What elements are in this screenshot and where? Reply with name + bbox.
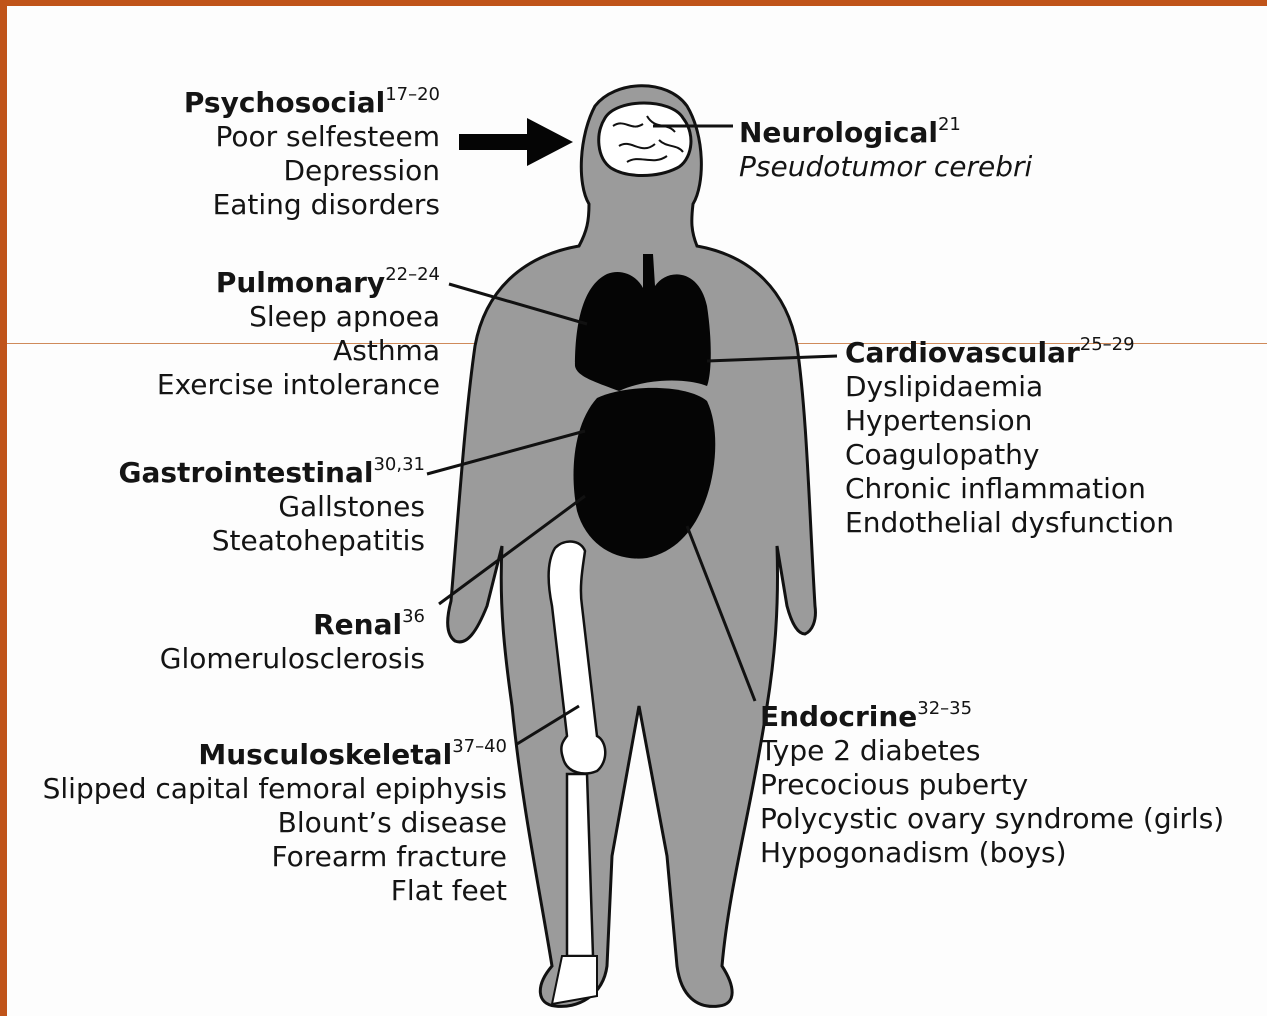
musculoskeletal-item: Forearm fracture bbox=[43, 840, 507, 874]
musculoskeletal-title: Musculoskeletal bbox=[198, 738, 452, 771]
psychosocial-refs: 17–20 bbox=[385, 84, 440, 105]
renal-group: Renal36 Glomerulosclerosis bbox=[160, 608, 425, 676]
gastrointestinal-item: Gallstones bbox=[119, 490, 425, 524]
endocrine-item: Polycystic ovary syndrome (girls) bbox=[760, 802, 1224, 836]
neurological-group: Neurological21 Pseudotumor cerebri bbox=[739, 116, 1032, 184]
figure-canvas: Psychosocial17–20 Poor selfesteem Depres… bbox=[7, 6, 1267, 1016]
endocrine-item: Type 2 diabetes bbox=[760, 734, 1224, 768]
musculoskeletal-group: Musculoskeletal37–40 Slipped capital fem… bbox=[43, 738, 507, 908]
pulmonary-title: Pulmonary bbox=[216, 266, 385, 299]
cardiovascular-item: Dyslipidaemia bbox=[845, 370, 1174, 404]
musculoskeletal-item: Flat feet bbox=[43, 874, 507, 908]
gastrointestinal-group: Gastrointestinal30,31 Gallstones Steatoh… bbox=[119, 456, 425, 558]
psychosocial-group: Psychosocial17–20 Poor selfesteem Depres… bbox=[184, 86, 440, 222]
endocrine-item: Hypogonadism (boys) bbox=[760, 836, 1224, 870]
endocrine-item: Precocious puberty bbox=[760, 768, 1224, 802]
psychosocial-item: Poor selfesteem bbox=[184, 120, 440, 154]
psychosocial-item: Eating disorders bbox=[184, 188, 440, 222]
cardiovascular-refs: 25–29 bbox=[1080, 334, 1135, 355]
renal-item: Glomerulosclerosis bbox=[160, 642, 425, 676]
neurological-refs: 21 bbox=[938, 114, 961, 135]
gastrointestinal-item: Steatohepatitis bbox=[119, 524, 425, 558]
endocrine-group: Endocrine32–35 Type 2 diabetes Precociou… bbox=[760, 700, 1224, 870]
renal-title: Renal bbox=[313, 608, 402, 641]
cardiovascular-item: Chronic inflammation bbox=[845, 472, 1174, 506]
gastrointestinal-title: Gastrointestinal bbox=[119, 456, 374, 489]
pulmonary-group: Pulmonary22–24 Sleep apnoea Asthma Exerc… bbox=[157, 266, 440, 402]
endocrine-refs: 32–35 bbox=[917, 698, 972, 719]
gastrointestinal-refs: 30,31 bbox=[373, 454, 425, 475]
pulmonary-item: Exercise intolerance bbox=[157, 368, 440, 402]
cardiovascular-item: Endothelial dysfunction bbox=[845, 506, 1174, 540]
cardiovascular-item: Coagulopathy bbox=[845, 438, 1174, 472]
tibia-bone bbox=[567, 774, 593, 956]
cardiovascular-group: Cardiovascular25–29 Dyslipidaemia Hypert… bbox=[845, 336, 1174, 540]
brain-shape bbox=[599, 103, 691, 176]
pulmonary-item: Asthma bbox=[157, 334, 440, 368]
pulmonary-item: Sleep apnoea bbox=[157, 300, 440, 334]
musculoskeletal-item: Slipped capital femoral epiphysis bbox=[43, 772, 507, 806]
neurological-item: Pseudotumor cerebri bbox=[739, 150, 1032, 184]
endocrine-title: Endocrine bbox=[760, 700, 917, 733]
neurological-title: Neurological bbox=[739, 116, 938, 149]
psychosocial-title: Psychosocial bbox=[184, 86, 385, 119]
pulmonary-refs: 22–24 bbox=[385, 264, 440, 285]
cardiovascular-title: Cardiovascular bbox=[845, 336, 1080, 369]
musculoskeletal-item: Blount’s disease bbox=[43, 806, 507, 840]
psychosocial-arrow bbox=[459, 118, 573, 166]
renal-refs: 36 bbox=[402, 606, 425, 627]
cardiovascular-item: Hypertension bbox=[845, 404, 1174, 438]
musculoskeletal-refs: 37–40 bbox=[452, 736, 507, 757]
psychosocial-item: Depression bbox=[184, 154, 440, 188]
